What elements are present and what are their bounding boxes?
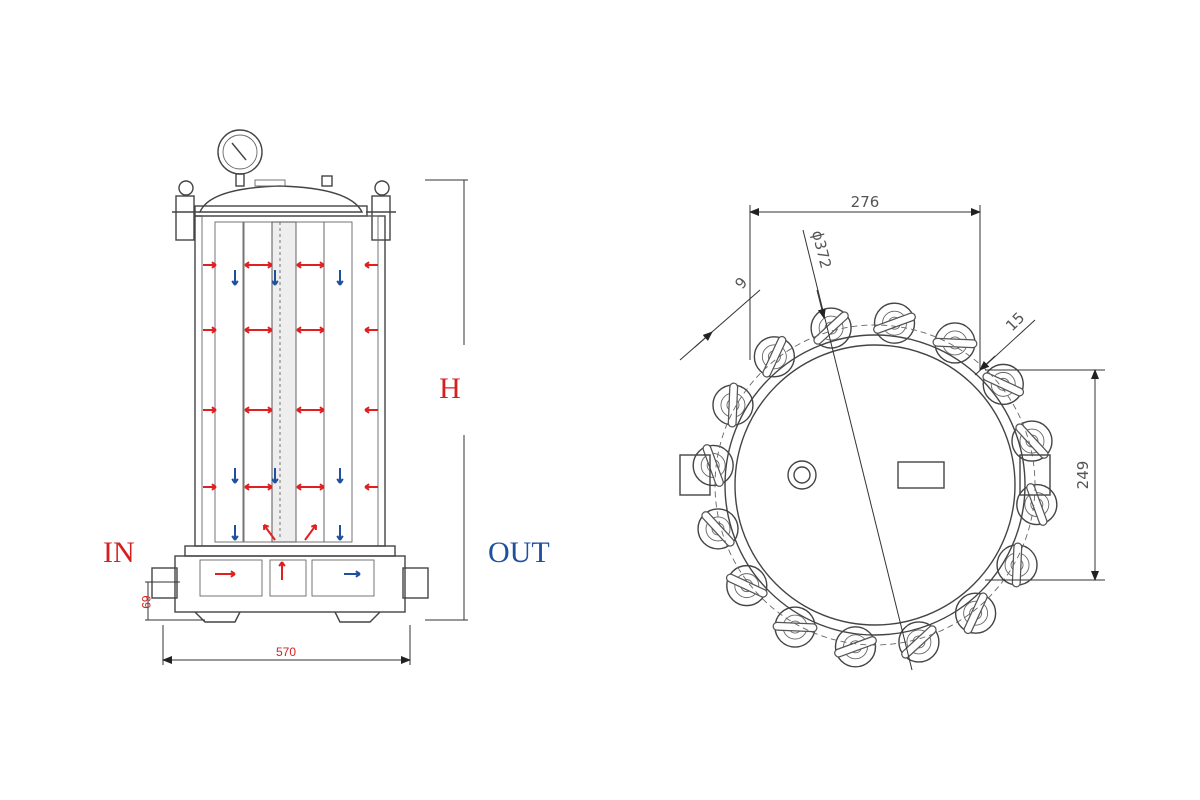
flow-arrow [258,483,273,491]
clamp-lug [873,302,916,344]
clamp-lug [692,444,734,487]
gauge-port [787,460,817,490]
side-view [145,129,468,665]
height-dimension [425,179,468,621]
depth-dimension [985,369,1105,581]
flow-arrow [364,406,378,414]
lid [194,175,368,217]
clamp-lug [712,382,754,428]
clamp-lug [753,335,796,378]
flow-arrow [203,261,217,269]
clamp-lug [697,508,739,550]
flow-arrow [364,326,378,334]
base-manifold [151,545,429,623]
flow-arrow [336,468,344,484]
height-label: H [439,372,461,405]
flow-arrow [296,326,310,334]
flow-arrow [304,524,317,541]
nameplate [897,461,945,489]
flow-arrow [310,483,325,491]
flow-arrow [244,261,258,269]
clamp-lug [725,564,768,607]
pressure-gauge [217,129,263,187]
flow-arrow [244,326,258,334]
flow-arrow [344,570,361,578]
clamp-lug [954,592,997,635]
housing-body [194,215,386,547]
span-value: 276 [851,193,880,211]
flow-arrow [258,406,273,414]
clamp-lug [834,626,877,668]
span-dimension [749,205,981,370]
flow-arrow [215,570,236,578]
flow-arrow [263,524,276,541]
flow-arrow [231,270,239,286]
flow-arrow [231,525,239,541]
lug-value: 15 [1002,309,1028,335]
flow-arrow [271,270,279,286]
clamp-lug [1011,420,1053,462]
flow-arrow [203,483,217,491]
width-dimension [162,625,411,665]
flow-arrow [336,270,344,286]
clamp-lug [996,542,1038,588]
diameter-value: ϕ372 [808,229,835,271]
clamp-lug [898,621,940,663]
diameter-dimension [802,229,913,671]
flow-arrow [231,468,239,484]
clamp-lugs [692,302,1058,668]
inlet-height-dimension [145,581,205,621]
clamp-lug [982,363,1025,406]
eye-bolts [172,180,396,241]
flow-arrow [203,326,217,334]
width-value: 570 [276,645,296,659]
outlet-label: OUT [488,536,550,569]
clamp-lug [1016,483,1058,526]
flow-arrow [336,525,344,541]
flow-arrow [258,326,273,334]
flow-arrow [244,483,258,491]
flow-arrow [296,261,310,269]
flow-arrow [364,261,378,269]
flow-arrow [296,483,310,491]
flow-arrow [278,561,286,580]
flow-arrow [364,483,378,491]
flow-arrow [296,406,310,414]
flow-arrow [244,406,258,414]
bolt-hole-value: 9 [731,274,751,293]
flow-arrow [258,261,273,269]
flow-arrow [310,261,325,269]
bolt-hole-dimension [679,289,761,361]
flow-arrow [203,406,217,414]
flow-arrows [203,261,378,580]
top-view [679,205,1105,671]
flow-arrow [310,326,325,334]
depth-value: 249 [1074,461,1092,490]
flow-arrow [310,406,325,414]
inlet-height-value: 69 [139,595,153,609]
clamp-lug [932,322,978,364]
lug-dimension [974,319,1036,376]
flow-arrow [271,468,279,484]
inlet-label: IN [103,536,135,569]
clamp-lug [772,606,818,648]
